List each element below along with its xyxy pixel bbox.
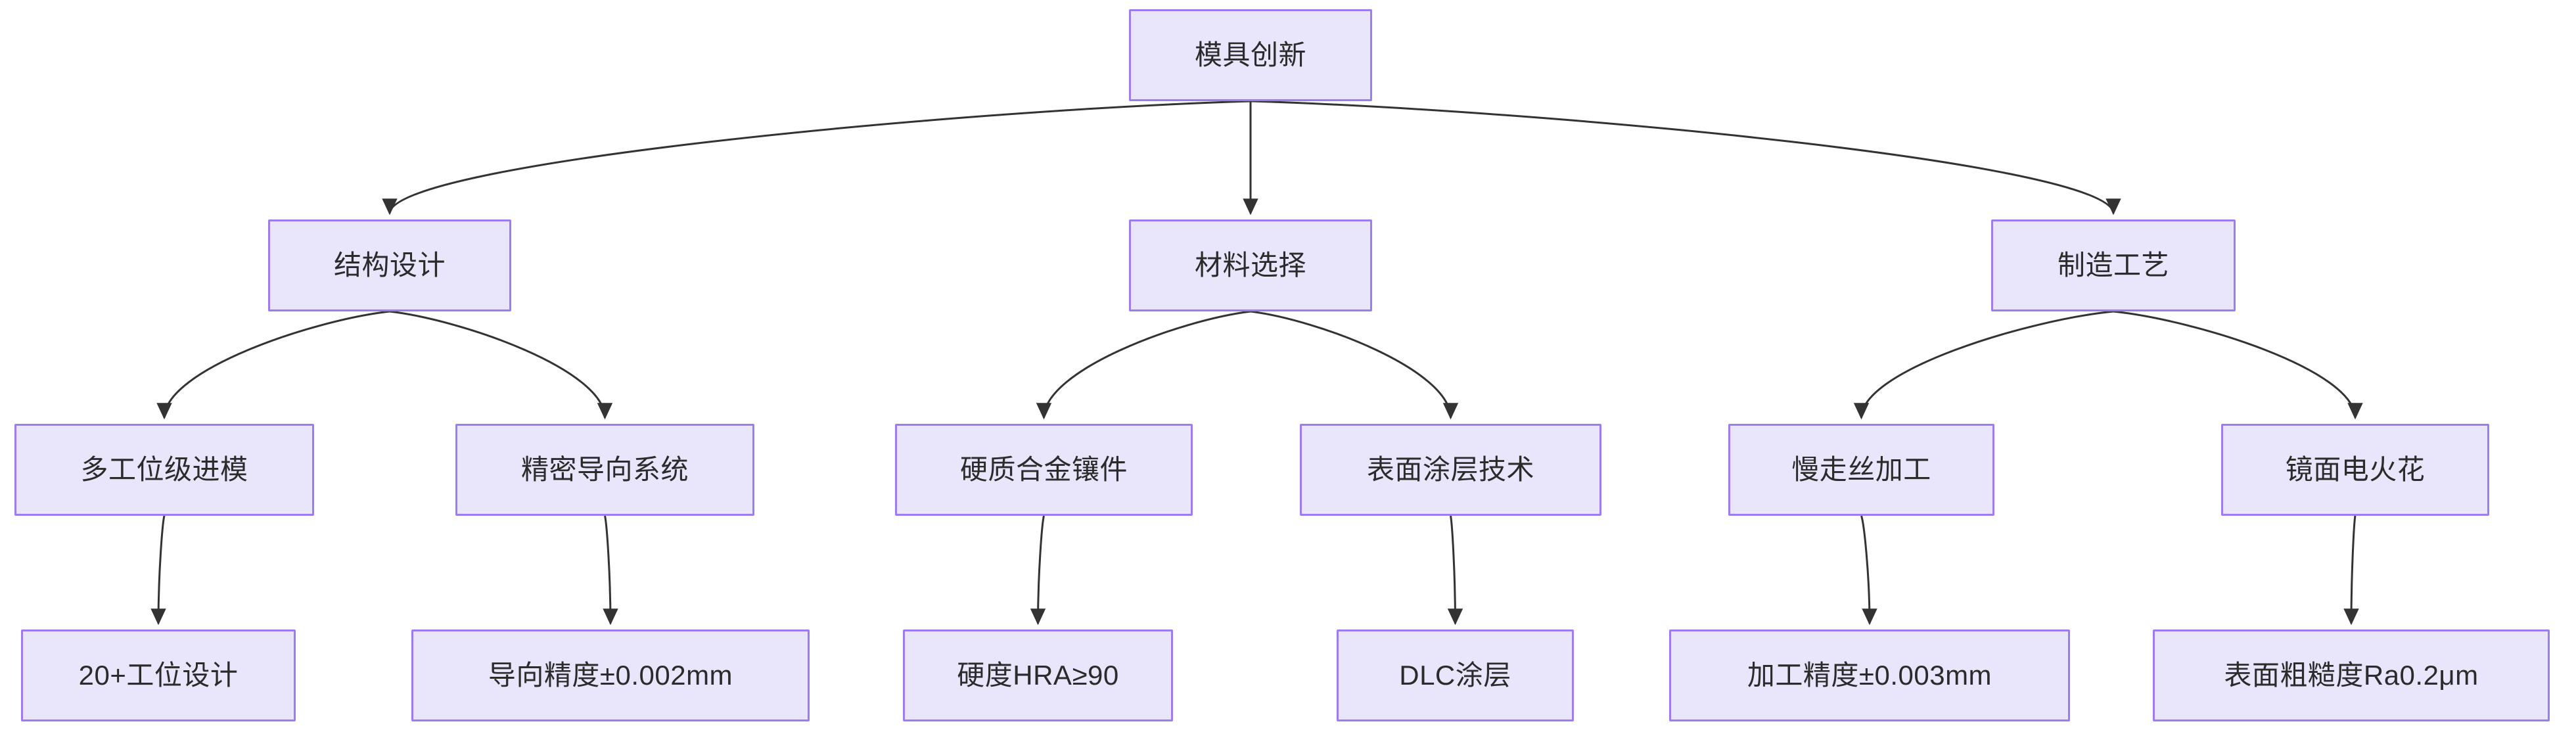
node-label: 硬质合金镶件 [959,453,1128,485]
node-machining-precision[interactable]: 加工精度±0.003mm [1669,629,2070,721]
node-surface-coating[interactable]: 表面涂层技术 [1300,424,1601,516]
node-dlc-coating[interactable]: DLC涂层 [1337,629,1574,721]
edge-e-surface-coating-dlc-coating [1447,515,1463,626]
node-mirror-edm[interactable]: 镜面电火花 [2221,424,2489,516]
node-roughness[interactable]: 表面粗糙度Ra0.2μm [2153,629,2550,721]
node-label: DLC涂层 [1399,659,1511,691]
edge-paths [150,100,2363,626]
node-label: 结构设计 [333,249,446,281]
edge-e-material-surface-coating [1250,310,1459,420]
edge-e-carbide-insert-hardness [1030,515,1046,626]
node-label: 慢走丝加工 [1791,453,1931,485]
edge-e-structure-guide-system [389,310,613,420]
node-label: 制造工艺 [2057,249,2169,281]
node-material[interactable]: 材料选择 [1129,219,1372,311]
node-root[interactable]: 模具创新 [1129,9,1372,101]
node-station-count[interactable]: 20+工位设计 [21,629,296,721]
node-wire-edm[interactable]: 慢走丝加工 [1728,424,1994,516]
node-guide-system[interactable]: 精密导向系统 [455,424,754,516]
node-label: 多工位级进模 [80,453,248,485]
node-label: 模具创新 [1194,39,1306,70]
node-label: 表面粗糙度Ra0.2μm [2224,659,2479,691]
node-structure[interactable]: 结构设计 [268,219,511,311]
edge-e-mirror-edm-roughness [2343,515,2359,626]
node-label: 表面涂层技术 [1366,453,1534,485]
edge-e-guide-system-guide-precision [603,515,618,626]
node-hardness[interactable]: 硬度HRA≥90 [903,629,1173,721]
node-label: 加工精度±0.003mm [1747,659,1992,691]
edge-e-material-carbide-insert [1036,310,1251,420]
edge-e-root-process [1250,100,2121,216]
node-process[interactable]: 制造工艺 [1991,219,2236,311]
edge-e-progressive-die-station-count [150,515,166,626]
node-label: 材料选择 [1194,249,1306,281]
edge-e-wire-edm-machining-precision [1860,515,1877,626]
edge-e-process-mirror-edm [2113,310,2363,420]
node-label: 导向精度±0.002mm [488,659,733,691]
edge-e-structure-progressive-die [156,310,390,420]
node-label: 硬度HRA≥90 [957,659,1119,691]
node-label: 20+工位设计 [78,659,239,691]
node-label: 镜面电火花 [2285,453,2426,485]
node-progressive-die[interactable]: 多工位级进模 [14,424,314,516]
node-guide-precision[interactable]: 导向精度±0.002mm [411,629,810,721]
node-label: 精密导向系统 [520,453,689,485]
edge-e-process-wire-edm [1853,310,2114,420]
edge-e-root-structure [382,100,1251,216]
node-carbide-insert[interactable]: 硬质合金镶件 [895,424,1193,516]
